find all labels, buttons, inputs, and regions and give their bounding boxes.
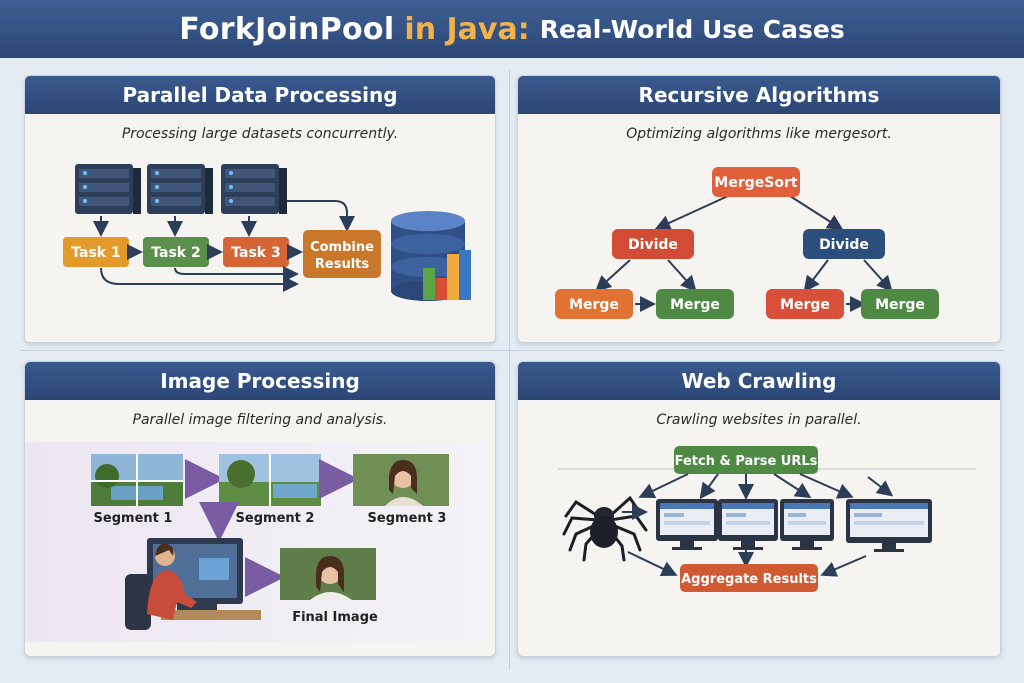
landscape-image xyxy=(91,454,183,506)
mergesort-label: MergeSort xyxy=(714,175,797,191)
merge-node xyxy=(555,289,633,319)
panel-recursive: Recursive Algorithms Optimizing algorith… xyxy=(517,75,1001,343)
merge-node xyxy=(861,289,939,319)
panel-image-processing: Image Processing Parallel image filterin… xyxy=(24,361,496,657)
segment-2-label: Segment 2 xyxy=(236,511,315,526)
monitor-icon xyxy=(656,499,718,550)
final-image-label: Final Image xyxy=(292,610,378,625)
web-crawling-diagram: Fetch & Parse URLs xyxy=(558,446,976,592)
monitor-icon xyxy=(780,499,834,550)
server-icon xyxy=(75,164,141,214)
aggregate-results-label: Aggregate Results xyxy=(681,572,817,587)
task-3-label: Task 3 xyxy=(231,245,280,261)
panel-subtitle: Parallel image filtering and analysis. xyxy=(132,412,388,428)
task-1-box xyxy=(63,237,129,267)
task-3-box xyxy=(223,237,289,267)
panel-subtitle: Crawling websites in parallel. xyxy=(656,412,862,428)
panel-data-processing: Parallel Data Processing Processing larg… xyxy=(24,75,496,343)
panel-title: Parallel Data Processing xyxy=(25,76,495,114)
title-java: in Java: xyxy=(404,11,530,47)
panel-title: Web Crawling xyxy=(518,362,1000,400)
merge-label: Merge xyxy=(670,297,720,313)
title-rest: Real-World Use Cases xyxy=(539,14,845,44)
server-icon xyxy=(221,164,287,214)
fetch-parse-box xyxy=(674,446,818,474)
merge-label: Merge xyxy=(875,297,925,313)
title-bar: ForkJoinPool in Java: Real-World Use Cas… xyxy=(0,0,1024,58)
combine-label-line2: Results xyxy=(315,257,369,272)
panel-title: Image Processing xyxy=(25,362,495,400)
divide-label-right: Divide xyxy=(819,237,869,253)
recursive-diagram: MergeSort Divide Divide Merge Merge Merg… xyxy=(555,167,939,319)
panel-subtitle: Processing large datasets concurrently. xyxy=(121,126,399,142)
data-processing-diagram: Task 1 Task 2 Task 3 Combine Results xyxy=(63,164,471,301)
horizontal-divider xyxy=(20,350,1004,351)
segment-3-label: Segment 3 xyxy=(368,511,447,526)
person-at-computer-icon xyxy=(125,538,261,630)
combine-results-box xyxy=(303,230,381,278)
merge-node xyxy=(766,289,844,319)
panel-title: Recursive Algorithms xyxy=(518,76,1000,114)
mergesort-node xyxy=(712,167,800,197)
monitor-icon xyxy=(846,499,932,552)
server-icon xyxy=(147,164,213,214)
task-2-label: Task 2 xyxy=(151,245,200,261)
task-1-label: Task 1 xyxy=(71,245,120,261)
image-processing-diagram: Segment 1 Segment 2 Segment 3 xyxy=(25,442,483,642)
monitor-icon xyxy=(718,499,778,550)
divide-label-left: Divide xyxy=(628,237,678,253)
fetch-parse-label: Fetch & Parse URLs xyxy=(675,454,818,469)
segment-1-label: Segment 1 xyxy=(94,511,173,526)
divide-node-right xyxy=(803,229,885,259)
aggregate-results-box xyxy=(680,564,818,592)
portrait-image xyxy=(353,454,449,506)
landscape-image xyxy=(219,454,321,506)
divide-node-left xyxy=(612,229,694,259)
merge-node xyxy=(656,289,734,319)
spider-icon xyxy=(562,495,648,562)
final-portrait-image xyxy=(280,548,376,600)
panel-web-crawling: Web Crawling Crawling websites in parall… xyxy=(517,361,1001,657)
merge-label: Merge xyxy=(569,297,619,313)
task-2-box xyxy=(143,237,209,267)
title-main: ForkJoinPool xyxy=(179,11,395,47)
vertical-divider xyxy=(509,70,510,670)
bar-chart-icon xyxy=(423,250,471,300)
combine-label-line1: Combine xyxy=(310,240,374,255)
merge-label: Merge xyxy=(780,297,830,313)
panel-subtitle: Optimizing algorithms like mergesort. xyxy=(626,126,892,142)
